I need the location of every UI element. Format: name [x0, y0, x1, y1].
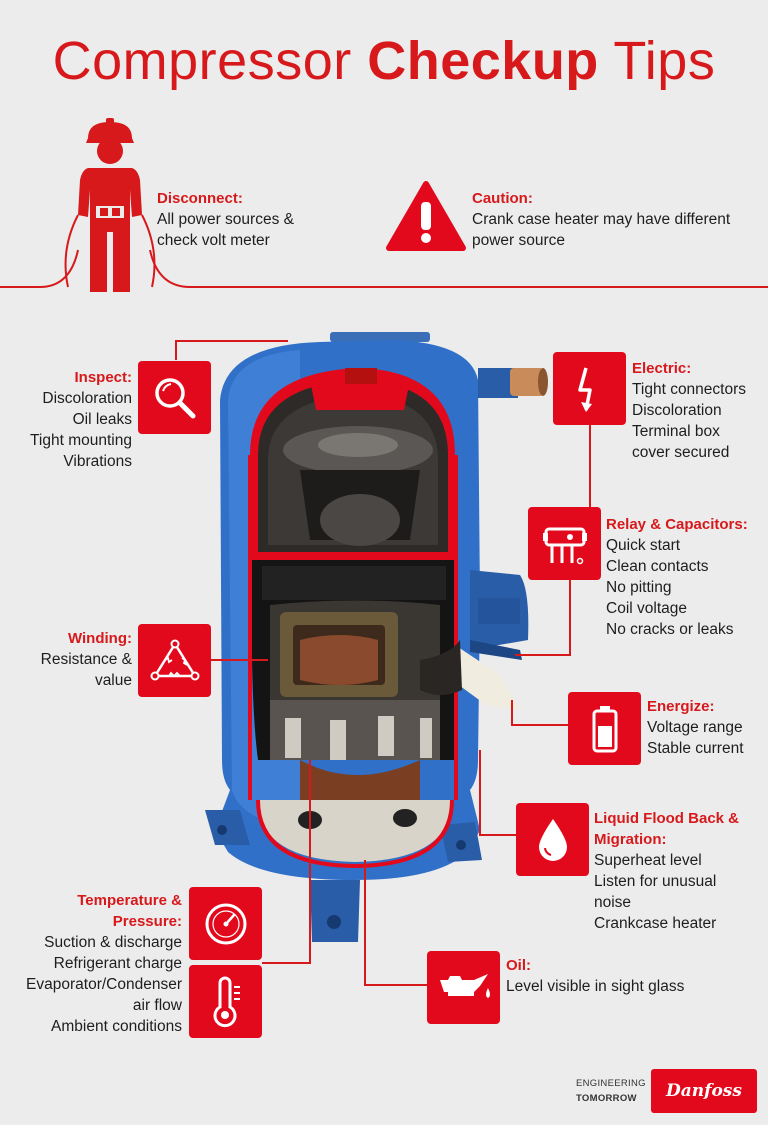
- thermometer-icon: [189, 965, 262, 1038]
- tip-line: Oil leaks: [72, 411, 132, 428]
- tip-line: No cracks or leaks: [606, 621, 734, 638]
- tip-line: Quick start: [606, 537, 681, 554]
- tip-line: cover secured: [632, 444, 730, 461]
- cutaway-interior: [248, 368, 462, 869]
- temperature-label-2: Pressure:: [112, 913, 182, 930]
- relay-component-icon: [528, 507, 601, 580]
- tip-line: check volt meter: [157, 232, 270, 249]
- tip-line: Evaporator/Condenser: [26, 976, 182, 993]
- title-part-bold: Checkup: [367, 31, 599, 91]
- winding-triangle-icon: [138, 624, 211, 697]
- disconnect-tip: Disconnect: All power sources & check vo…: [157, 188, 294, 251]
- tip-line: value: [94, 672, 132, 689]
- brand-tagline: ENGINEERING TOMORROW: [576, 1076, 646, 1106]
- inspect-label: Inspect:: [74, 369, 132, 386]
- magnifier-icon: [138, 361, 211, 434]
- winding-label: Winding:: [67, 630, 132, 647]
- flood-label: Liquid Flood Back &: [594, 810, 739, 827]
- tip-line: Tight connectors: [632, 381, 747, 398]
- tip-line: Suction & discharge: [44, 934, 182, 951]
- disconnect-label: Disconnect:: [157, 190, 243, 207]
- tip-line: Tight mounting: [30, 432, 132, 449]
- title-part-1: Compressor: [52, 31, 352, 91]
- energize-label: Energize:: [647, 698, 715, 715]
- winding-tip: Winding: Resistance & value: [41, 628, 132, 691]
- liquid-flood-back-tip: Liquid Flood Back & Migration: Superheat…: [594, 808, 739, 934]
- liquid-drop-icon: [516, 803, 589, 876]
- tip-line: Refrigerant charge: [53, 955, 182, 972]
- caution-triangle-icon: [386, 181, 466, 251]
- flood-label-2: Migration:: [594, 831, 667, 848]
- relay-capacitors-tip: Relay & Capacitors: Quick start Clean co…: [606, 514, 748, 640]
- caution-label: Caution:: [472, 190, 533, 207]
- tip-line: Discoloration: [632, 402, 722, 419]
- tip-line: Resistance &: [40, 651, 132, 668]
- brand-line-1: ENGINEERING: [576, 1078, 646, 1089]
- tip-line: Ambient conditions: [51, 1018, 182, 1035]
- tip-line: Coil voltage: [606, 600, 687, 617]
- electric-tip: Electric: Tight connectors Discoloration…: [632, 358, 746, 463]
- tip-line: All power sources &: [157, 211, 294, 228]
- tip-line: Discoloration: [42, 390, 132, 407]
- page-title: Compressor Checkup Tips: [0, 30, 768, 92]
- title-part-2: Tips: [613, 31, 716, 91]
- tip-line: Vibrations: [63, 453, 132, 470]
- tip-line: No pitting: [606, 579, 672, 596]
- electric-label: Electric:: [632, 360, 692, 377]
- tip-line: Listen for unusual: [594, 873, 717, 890]
- tip-line: noise: [594, 894, 632, 911]
- pressure-gauge-icon: [189, 887, 262, 960]
- tip-line: Crank case heater may have different: [472, 211, 731, 228]
- worker-figure: [78, 118, 142, 292]
- tip-line: Clean contacts: [606, 558, 709, 575]
- lightning-bolt-icon: [553, 352, 626, 425]
- tip-line: Superheat level: [594, 852, 702, 869]
- oil-label: Oil:: [506, 957, 531, 974]
- caution-tip: Caution: Crank case heater may have diff…: [472, 188, 730, 251]
- tip-line: air flow: [132, 997, 182, 1014]
- danfoss-logo: Danfoss: [651, 1069, 757, 1113]
- tip-line: power source: [472, 232, 566, 249]
- oil-can-icon: [427, 951, 500, 1024]
- inspect-tip: Inspect: Discoloration Oil leaks Tight m…: [30, 367, 132, 472]
- oil-tip: Oil: Level visible in sight glass: [506, 955, 684, 997]
- tip-line: Crankcase heater: [594, 915, 717, 932]
- tip-line: Level visible in sight glass: [506, 978, 685, 995]
- tip-line: Stable current: [647, 740, 744, 757]
- header-divider-line: [0, 249, 768, 288]
- tip-line: Terminal box: [632, 423, 720, 440]
- energize-tip: Energize: Voltage range Stable current: [647, 696, 744, 759]
- temperature-pressure-tip: Temperature & Pressure: Suction & discha…: [26, 890, 182, 1037]
- battery-icon: [568, 692, 641, 765]
- brand-line-2: TOMORROW: [576, 1093, 637, 1104]
- tip-line: Voltage range: [647, 719, 743, 736]
- relay-label: Relay & Capacitors:: [606, 516, 748, 533]
- temperature-label: Temperature &: [77, 892, 182, 909]
